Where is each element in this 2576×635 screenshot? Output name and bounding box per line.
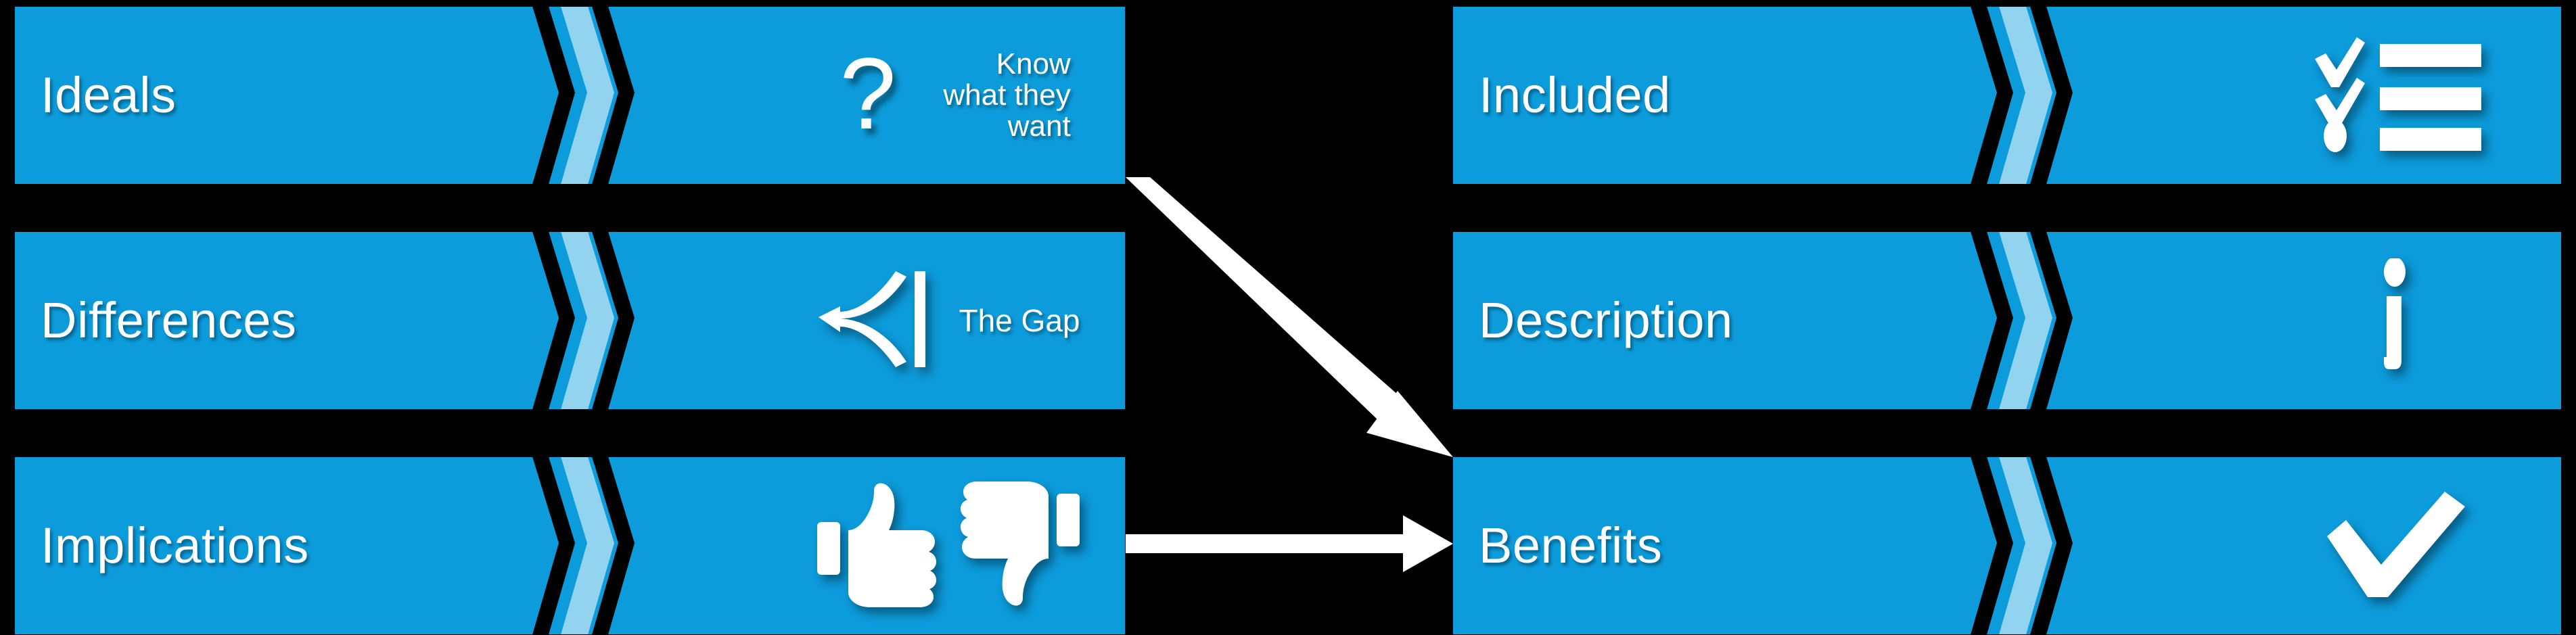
ideals-caption-line-3: want (1007, 110, 1071, 143)
chevron-divider (529, 232, 637, 409)
checkmark-icon (2326, 490, 2475, 602)
ideals-caption-line-2: what they (943, 78, 1071, 112)
question-mark-icon: ? (840, 37, 896, 150)
gap-measure-icon (817, 268, 952, 373)
banner-label-description: Description (1479, 292, 1733, 348)
info-icon (2360, 256, 2441, 383)
chevron-divider (1967, 457, 2075, 634)
banner-label-ideals: Ideals (41, 67, 177, 123)
banner-label-benefits: Benefits (1479, 517, 1663, 573)
chevron-divider (529, 7, 637, 184)
icon-slot-description (2251, 232, 2549, 409)
chevron-divider (1967, 232, 2075, 409)
chevron-divider (1967, 7, 2075, 184)
banner-description[interactable]: Description (1453, 232, 2561, 409)
icon-slot-implications (800, 457, 1097, 634)
ideals-caption: Know what they want (908, 47, 1071, 143)
ideals-to-benefits-arrow (1126, 177, 1453, 457)
icon-slot-differences: The Gap (779, 232, 1118, 409)
banner-implications[interactable]: Implications (15, 457, 1125, 634)
implications-to-benefits-arrow (1126, 515, 1453, 572)
chevron-divider (529, 457, 637, 634)
icon-slot-included (2251, 7, 2549, 184)
banner-benefits[interactable]: Benefits (1453, 457, 2561, 634)
banner-label-implications: Implications (41, 517, 309, 573)
banner-differences[interactable]: Differences The Gap (15, 232, 1125, 409)
banner-label-differences: Differences (41, 292, 297, 348)
icon-slot-benefits (2251, 457, 2549, 634)
icon-slot-ideals: ? Know what they want (793, 7, 1118, 184)
checklist-icon (2312, 33, 2488, 158)
ideals-caption-line-1: Know (996, 47, 1071, 80)
banner-ideals[interactable]: Ideals ? Know what they want (15, 7, 1125, 184)
thumbs-up-down-icon (813, 480, 1084, 612)
banner-label-included: Included (1479, 67, 1671, 123)
banner-included[interactable]: Included (1453, 7, 2561, 184)
differences-caption: The Gap (959, 302, 1080, 338)
